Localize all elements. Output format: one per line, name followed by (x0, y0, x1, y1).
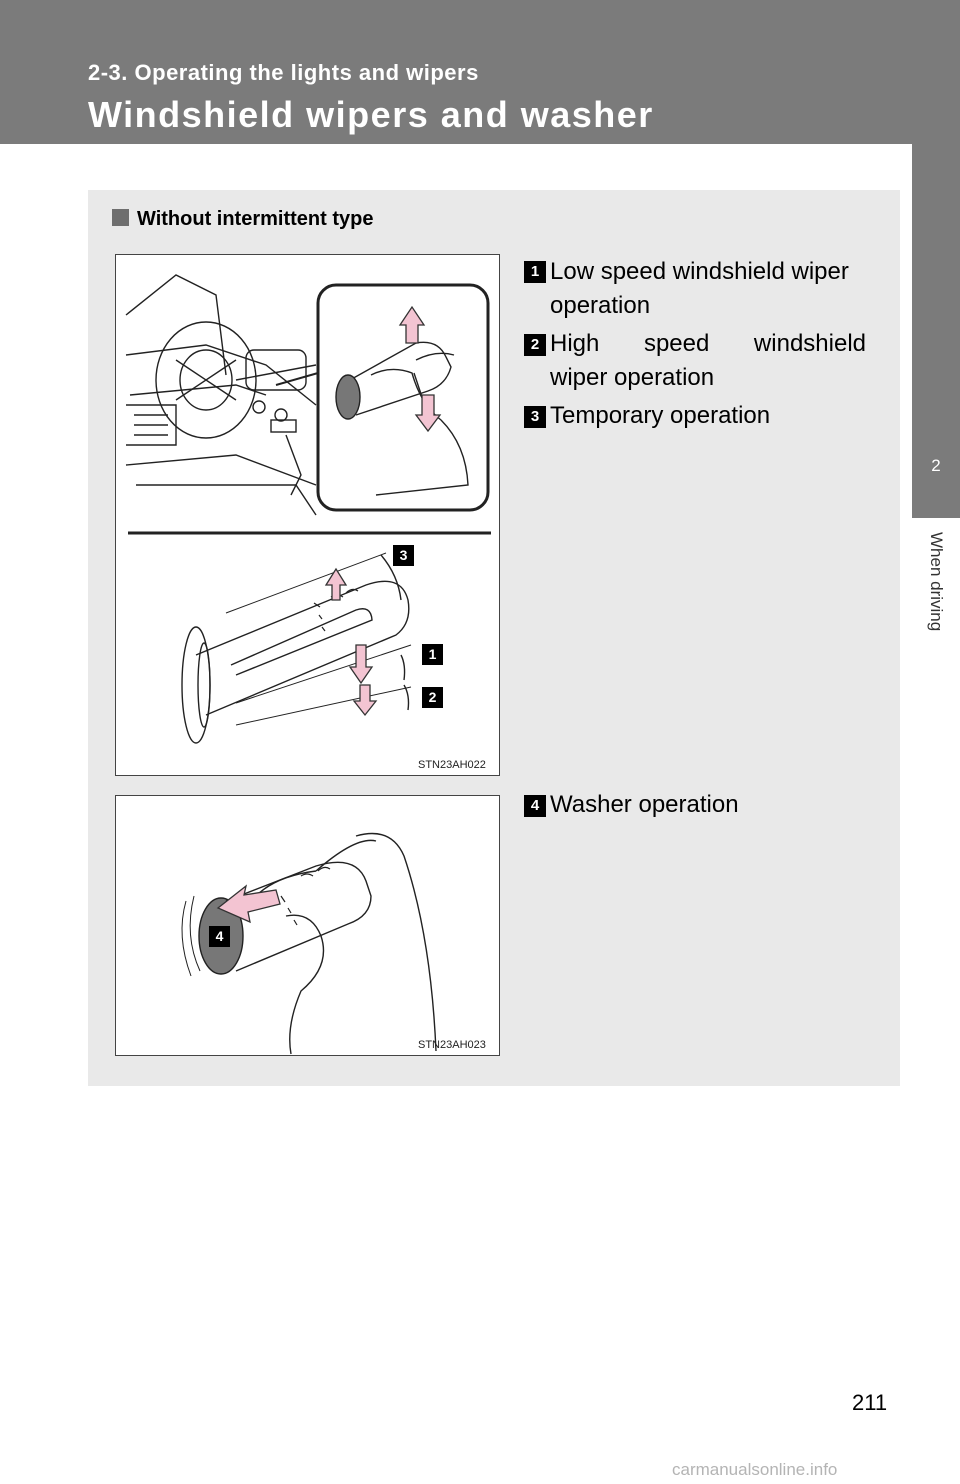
callout-2: 2 (422, 687, 443, 708)
callout-1: 1 (422, 644, 443, 665)
callout-4: 4 (209, 926, 230, 947)
item-text-line: wiper operation (550, 364, 715, 391)
item-number-badge: 2 (524, 334, 546, 356)
chapter-number-tab[interactable]: 2 (912, 414, 960, 518)
item-text-line: Temporary operation (550, 402, 771, 429)
page-number: 211 (852, 1390, 888, 1415)
watermark: carmanualsonline.info (672, 1460, 838, 1479)
figure-washer: 4 STN23AH023 (115, 795, 500, 1056)
header-band (0, 0, 960, 144)
item-text-line: Low speed windshield wiper (550, 258, 849, 285)
figure-code: STN23AH023 (418, 1039, 486, 1051)
callout-3: 3 (393, 545, 414, 566)
washer-lever-illustration (181, 832, 437, 1055)
chapter-title-tab: When driving (912, 518, 960, 678)
wiper-lever-illustration (125, 274, 491, 744)
subheading: Without intermittent type (112, 208, 373, 231)
page-title: Windshield wipers and washer (88, 94, 654, 135)
item-text-line: Washer operation (550, 791, 739, 818)
figure-wiper-lever: 3 1 2 STN23AH022 (115, 254, 500, 776)
square-bullet-icon (112, 209, 129, 226)
side-tab-upper (912, 144, 960, 414)
item-number-badge: 3 (524, 406, 546, 428)
item-text-line: High speed windshield (550, 330, 866, 357)
item-text-line: operation (550, 292, 651, 319)
item-number-badge: 1 (524, 261, 546, 283)
item-number-badge: 4 (524, 795, 546, 817)
section-label: 2-3. Operating the lights and wipers (88, 60, 479, 85)
figure-code: STN23AH022 (418, 759, 486, 771)
subheading-text: Without intermittent type (137, 208, 374, 230)
chapter-title: When driving (927, 532, 946, 632)
